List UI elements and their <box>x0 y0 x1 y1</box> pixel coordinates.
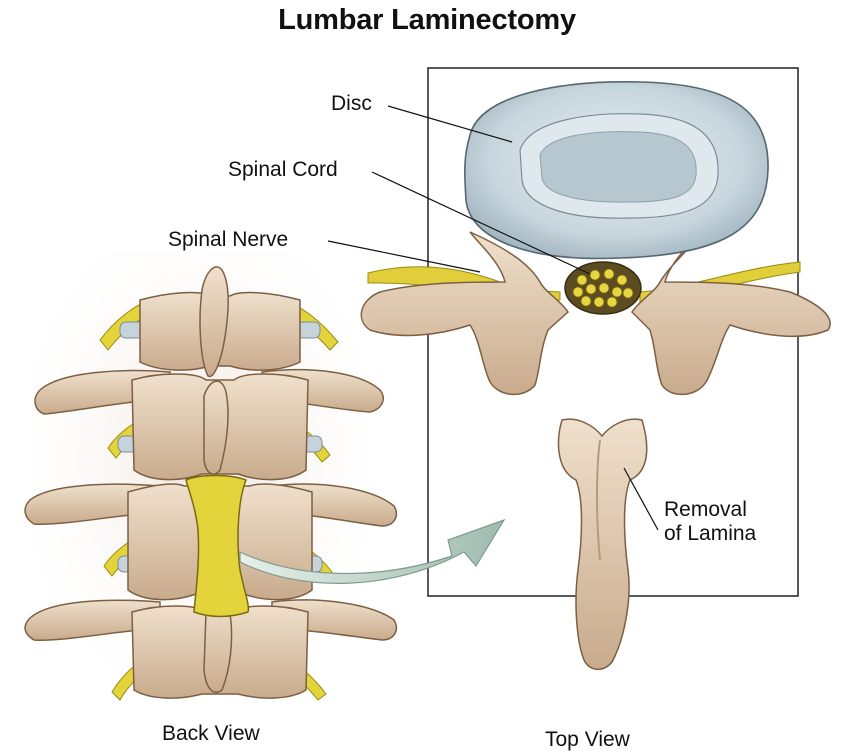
back-view-caption: Back View <box>162 722 260 746</box>
removal-of-lamina-label: Removal of Lamina <box>664 498 756 546</box>
spinal-cord-label: Spinal Cord <box>228 158 338 182</box>
disc-label: Disc <box>331 92 372 116</box>
top-view-caption: Top View <box>545 728 630 752</box>
spinal-cord <box>565 262 641 314</box>
removal-label-line-2: of Lamina <box>664 522 756 546</box>
back-view-spine <box>25 250 396 710</box>
removal-label-line-1: Removal <box>664 498 756 522</box>
spinal-nerve-label: Spinal Nerve <box>168 228 288 252</box>
disc <box>465 82 768 259</box>
